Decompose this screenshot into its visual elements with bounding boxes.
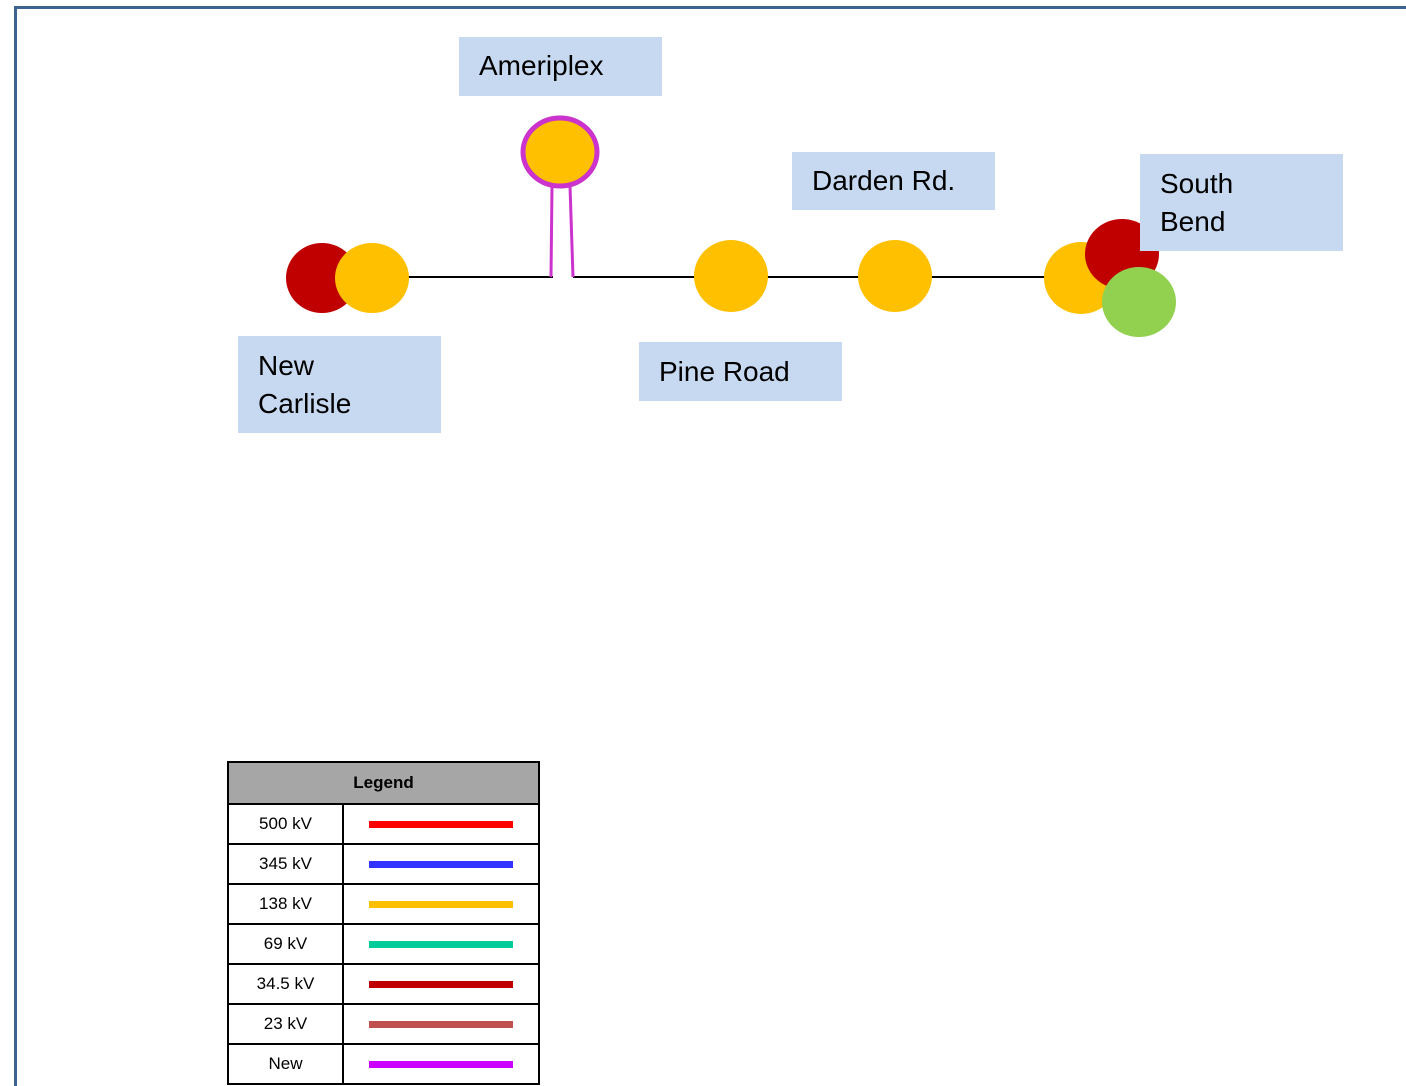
legend-voltage-label: 34.5 kV [229, 965, 344, 1003]
station-label-line: Pine Road [659, 356, 790, 387]
legend-voltage-label: 500 kV [229, 805, 344, 843]
legend-voltage-label: 138 kV [229, 885, 344, 923]
south-bend-green-bus [1102, 267, 1176, 337]
station-label-line: Darden Rd. [812, 165, 956, 196]
legend-row: New [229, 1045, 538, 1083]
ameriplex-138kv-bus [520, 115, 600, 189]
legend-swatch-500kv [369, 820, 513, 828]
new-tap-line-right [568, 185, 575, 278]
darden-rd-138kv-bus [858, 240, 932, 312]
legend-swatch-23kv [369, 1020, 513, 1028]
pine-road-138kv-bus [694, 240, 768, 312]
station-label-pine-road: Pine Road [639, 342, 842, 401]
legend-swatch-34-5kv [369, 980, 513, 988]
legend-voltage-label: New [229, 1045, 344, 1083]
legend-table: Legend 500 kV 345 kV 138 kV 69 kV 34.5 k… [227, 761, 540, 1085]
legend-title: Legend [229, 763, 538, 805]
legend-row: 34.5 kV [229, 965, 538, 1005]
station-label-line: New [258, 350, 315, 381]
new-tap-line-left [549, 185, 554, 278]
station-label-south-bend: South Bend [1140, 154, 1343, 251]
legend-row: 23 kV [229, 1005, 538, 1045]
legend-voltage-label: 345 kV [229, 845, 344, 883]
station-label-line: Ameriplex [479, 50, 604, 81]
legend-row: 69 kV [229, 925, 538, 965]
legend-row: 345 kV [229, 845, 538, 885]
legend-swatch-new [369, 1060, 513, 1068]
new-carlisle-138kv-bus [335, 243, 409, 313]
station-label-line: Carlisle [258, 388, 352, 419]
legend-swatch-345kv [369, 860, 513, 868]
station-label-new-carlisle: New Carlisle [238, 336, 441, 433]
legend-row: 138 kV [229, 885, 538, 925]
station-label-line: South [1160, 168, 1234, 199]
diagram-frame [14, 6, 1406, 1086]
legend-row: 500 kV [229, 805, 538, 845]
legend-swatch-69kv [369, 940, 513, 948]
legend-voltage-label: 23 kV [229, 1005, 344, 1043]
legend-swatch-138kv [369, 900, 513, 908]
station-label-ameriplex: Ameriplex [459, 37, 662, 96]
station-label-darden-rd: Darden Rd. [792, 152, 995, 210]
station-label-line: Bend [1160, 206, 1226, 237]
legend-voltage-label: 69 kV [229, 925, 344, 963]
